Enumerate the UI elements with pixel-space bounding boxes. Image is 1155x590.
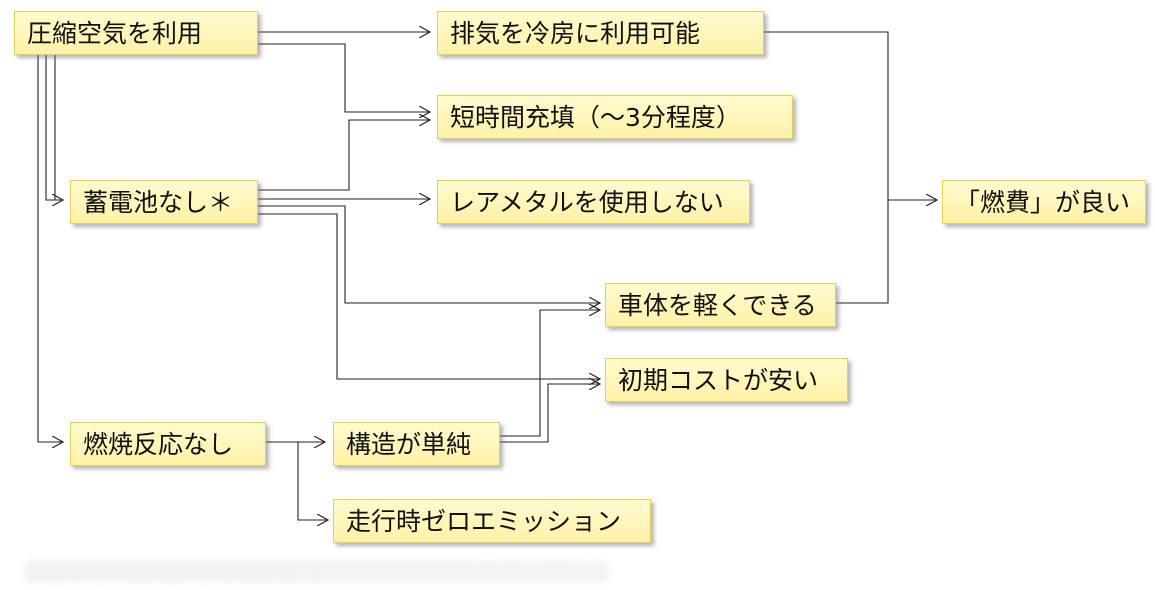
- faded-footnote-strip: [25, 560, 610, 582]
- connector-lighter-to-fuel: [836, 200, 889, 304]
- node-no-rare-metal: レアメタルを使用しない: [437, 180, 750, 224]
- node-lighter-body: 車体を軽くできる: [605, 283, 836, 327]
- connector-nocombustion-to-zero: [297, 442, 328, 520]
- node-good-fuel-economy: 「燃費」が良い: [942, 180, 1146, 224]
- connector-battery-to-refill: [258, 120, 430, 191]
- connector-simple-to-lighter: [500, 310, 600, 437]
- node-no-battery: 蓄電池なし＊: [70, 180, 258, 224]
- node-exhaust-cooling: 排気を冷房に利用可能: [437, 11, 764, 55]
- connector-compressed-to-refill: [258, 43, 430, 112]
- node-zero-emission: 走行時ゼロエミッション: [333, 499, 651, 543]
- connector-compressed-to-no-combustion: [37, 55, 63, 442]
- connector-compressed-trunk-a: [45, 55, 63, 200]
- node-short-refill: 短時間充填（～3分程度）: [437, 95, 793, 139]
- connector-simple-to-lowcost: [500, 384, 600, 443]
- node-compressed-air: 圧縮空気を利用: [14, 11, 258, 55]
- node-no-combustion: 燃焼反応なし: [70, 422, 266, 466]
- node-low-initial-cost: 初期コストが安い: [605, 358, 848, 402]
- node-simple-structure: 構造が単純: [333, 422, 500, 466]
- connector-exhaust-to-fuel: [764, 31, 937, 200]
- connector-battery-to-lowcost: [258, 213, 600, 379]
- connector-battery-to-lighter: [258, 205, 600, 303]
